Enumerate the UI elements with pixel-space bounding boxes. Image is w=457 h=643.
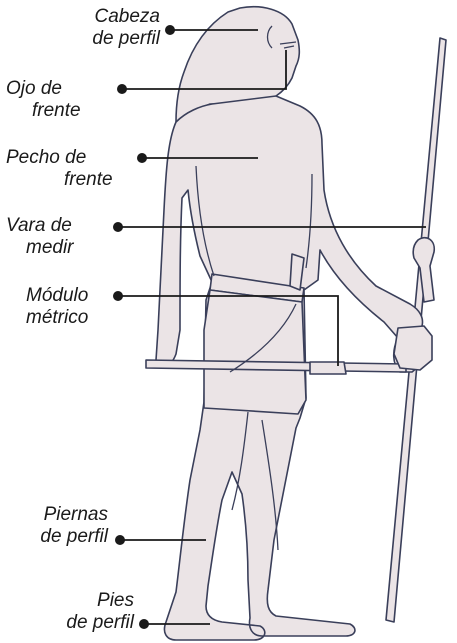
label-pies-line1: Pies [24, 590, 134, 612]
dot-pies [139, 619, 149, 629]
horizontal-staff [146, 360, 406, 372]
label-pecho-line1: Pecho de [6, 147, 136, 169]
label-cabeza: Cabeza de perfil [60, 6, 160, 50]
label-pecho: Pecho de frente [6, 147, 136, 191]
label-piernas-line2: de perfil [4, 526, 108, 548]
dot-ojo [117, 84, 127, 94]
label-vara: Vara de medir [6, 215, 116, 259]
label-pies: Pies de perfil [24, 590, 134, 634]
label-modulo-line1: Módulo [6, 285, 116, 307]
label-cabeza-line2: de perfil [60, 28, 160, 50]
label-modulo: Módulo métrico [6, 285, 116, 329]
dot-piernas [115, 535, 125, 545]
label-piernas: Piernas de perfil [4, 504, 108, 548]
label-ojo-line1: Ojo de [6, 78, 116, 100]
label-pecho-line2: frente [6, 169, 136, 191]
hand-right [394, 326, 432, 370]
label-ojo-line2: frente [6, 100, 116, 122]
label-pies-line2: de perfil [24, 612, 134, 634]
label-ojo: Ojo de frente [6, 78, 116, 122]
staff-knob [310, 362, 346, 374]
label-piernas-line1: Piernas [4, 504, 108, 526]
label-vara-line2: medir [6, 237, 116, 259]
dot-cabeza [165, 25, 175, 35]
label-modulo-line2: métrico [6, 307, 116, 329]
dot-pecho [137, 153, 147, 163]
label-cabeza-line1: Cabeza [60, 6, 160, 28]
kilt [204, 290, 306, 414]
label-vara-line1: Vara de [6, 215, 116, 237]
